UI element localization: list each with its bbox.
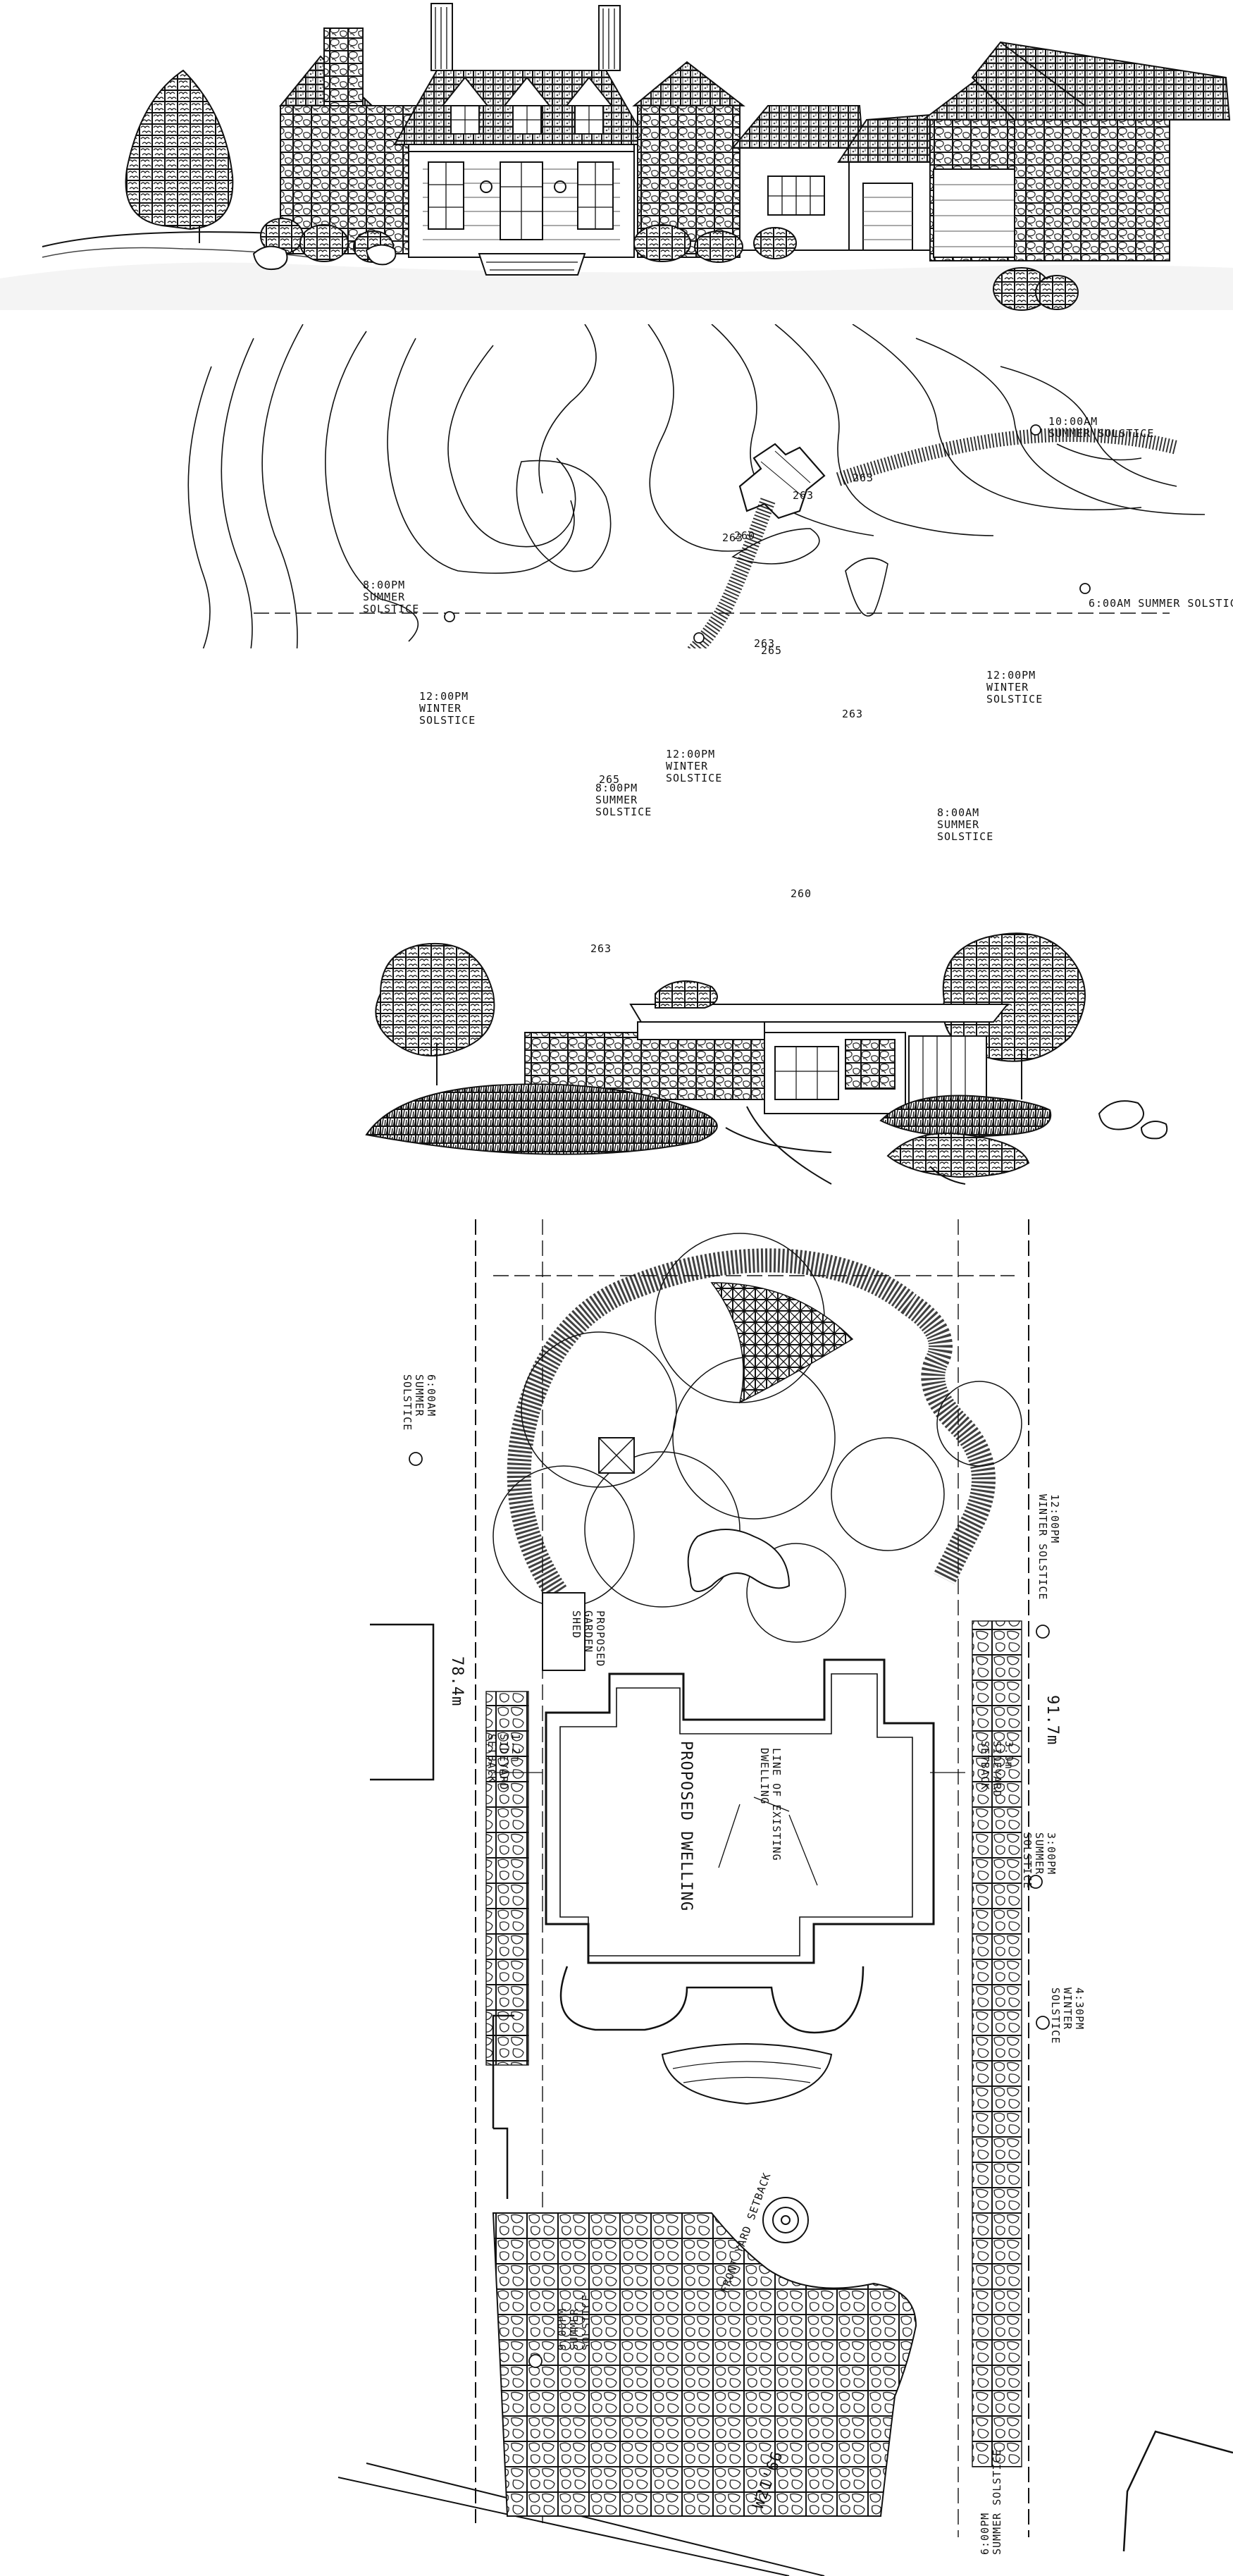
contour-label: 263 (590, 942, 612, 955)
sun-marker-label: 6:00PM SUMMER SOLSTICE (979, 2448, 1003, 2555)
topographic-site-plan (187, 324, 1206, 648)
setback-label: 1.2m SIDEYARD SETBACK (485, 1734, 522, 1791)
sun-marker-label: 3:00PM SUMMER SOLSTICE (1021, 1832, 1058, 1890)
contour-label: 260 (791, 887, 812, 900)
sun-marker-label: 10:00AM SUMMER SOLSTICE (1048, 415, 1155, 440)
sun-marker-label: 6:00AM SUMMER SOLSTICE (1089, 597, 1233, 610)
sun-marker-label: 12:00PM WINTER SOLSTICE (419, 690, 476, 727)
contour-label: 265 (599, 773, 621, 786)
sun-marker-label: 12:00PM WINTER SOLSTICE (1036, 1494, 1061, 1601)
sun-marker-label: 9:00PM SUMMER SOLSTICE (556, 2293, 593, 2350)
sun-marker-label: 12:00PM WINTER SOLSTICE (666, 748, 723, 784)
sun-marker-label: 4:30PM WINTER SOLSTICE (1049, 1988, 1086, 2045)
sun-marker-label: 12:00PM WINTER SOLSTICE (986, 669, 1043, 705)
lot-depth-dimension: 78.4m (448, 1656, 466, 1707)
proposed-dwelling-label: PROPOSED DWELLING (677, 1741, 695, 1912)
sun-marker-label: 8:00AM SUMMER SOLSTICE (937, 806, 994, 843)
lot-depth-dimension: 91.7m (1043, 1695, 1061, 1746)
existing-dwelling-label: LINE OF EXISTING DWELLING (758, 1748, 783, 1861)
contour-label: 263 (722, 531, 744, 544)
sun-marker-label: 8:00PM SUMMER SOLSTICE (595, 782, 652, 818)
contour-label: 263 (842, 708, 864, 720)
sun-marker-label: 8:00PM SUMMER SOLSTICE (363, 579, 420, 615)
stone-house-elevation (0, 3, 1233, 311)
site-plan (337, 1219, 1233, 2576)
contour-label: 265 (761, 644, 783, 657)
contour-label: 263 (754, 637, 776, 650)
modern-house-elevation (365, 932, 1168, 1185)
contour-label: 260 (734, 529, 756, 542)
garden-shed-label: PROPOSED GARDEN SHED (570, 1610, 607, 1668)
setback-label: 3.0m SIDEYARD SETBACK (979, 1741, 1015, 1798)
sun-marker-label: 6:00AM SUMMER SOLSTICE (401, 1374, 438, 1431)
contour-label: 263 (793, 489, 814, 502)
contour-label: 263 (853, 472, 874, 484)
